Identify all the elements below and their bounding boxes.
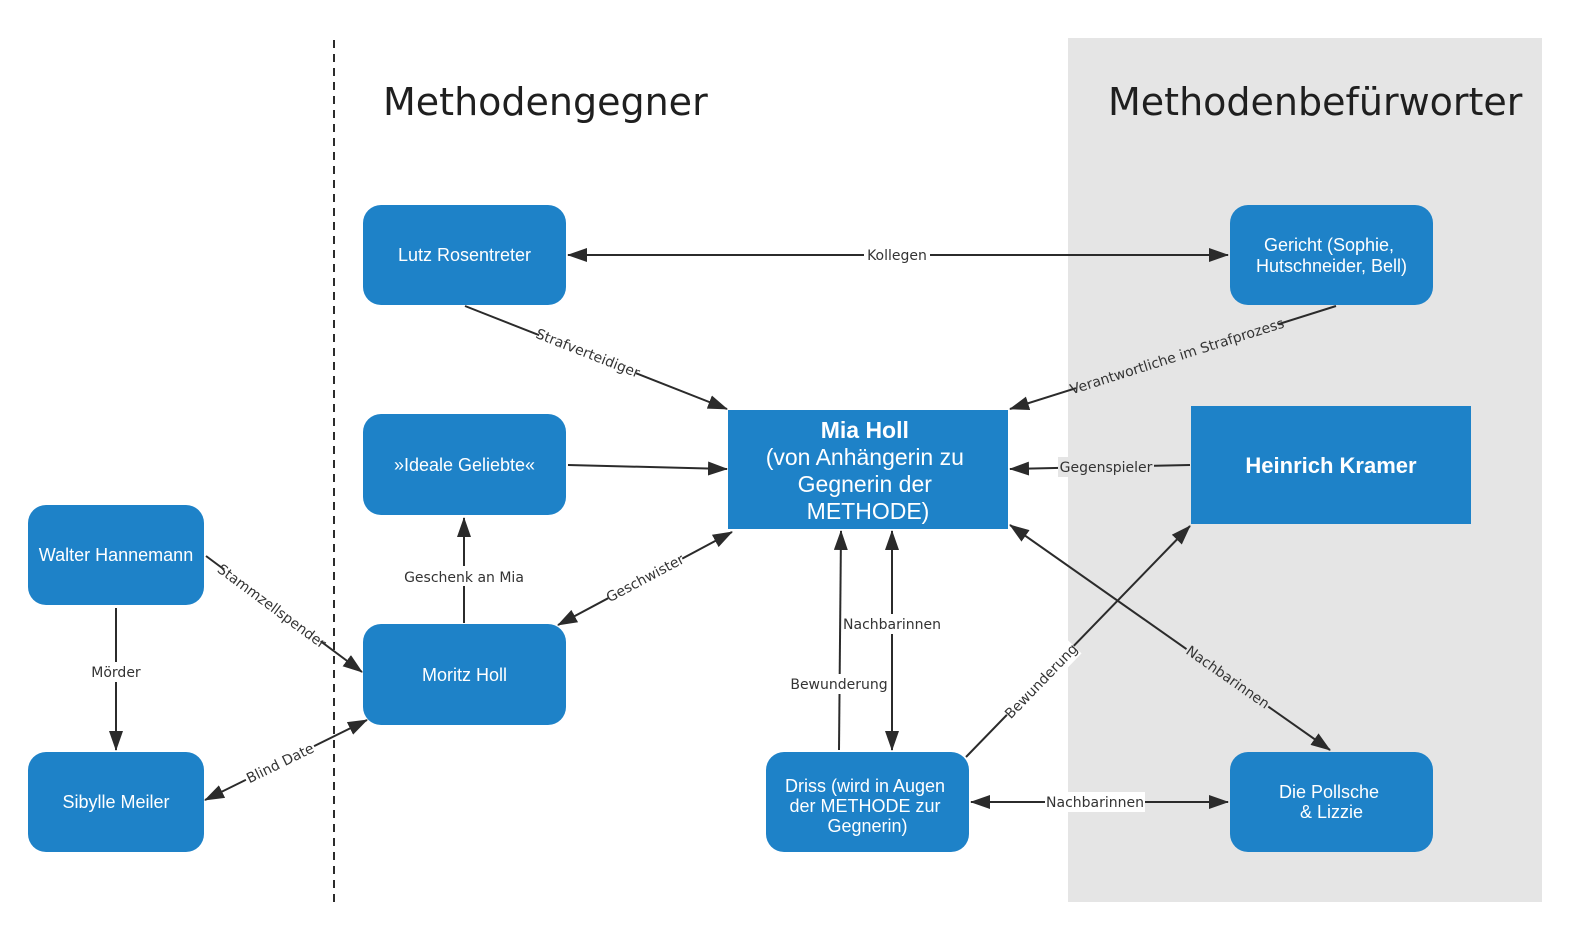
edge-label-geschwister: Geschwister bbox=[604, 552, 688, 607]
node-pollsche-lizzie[interactable]: Die Pollsche & Lizzie bbox=[1230, 752, 1433, 852]
svg-text:Mia Holl (von Anhängerin: Mia Holl (von Anhängerin zu Gegnerin der… bbox=[766, 417, 971, 524]
node-ideale-geliebte[interactable]: »Ideale Geliebte« bbox=[363, 414, 566, 515]
edge-label-blind-date: Blind Date bbox=[244, 741, 317, 787]
edge-nachbarinnen-mia-pollsche bbox=[1009, 524, 1331, 751]
edge-label-strafverteidiger: Strafverteidiger bbox=[533, 326, 642, 381]
svg-text:Walter Hannemann: Walter Hannemann bbox=[39, 545, 193, 565]
svg-text:Gericht (Sophie, Hutschn: Gericht (Sophie, Hutschneider, Bell) bbox=[1256, 235, 1407, 276]
node-mia-holl[interactable]: Mia Holl (von Anhängerin zu Gegnerin der… bbox=[728, 410, 1008, 529]
svg-text:Driss (wird in Augen der: Driss (wird in Augen der METHODE zur Geg… bbox=[785, 776, 950, 836]
edge-geliebte-mia bbox=[567, 461, 728, 476]
heading-supporters: Methodenbefürworter bbox=[1108, 80, 1523, 124]
edge-label-nachbarinnen-mia-driss: Nachbarinnen bbox=[843, 617, 941, 633]
svg-text:Die Pollsche & Lizzie: Die Pollsche & Lizzie bbox=[1279, 782, 1384, 822]
edge-label-moerder: Mörder bbox=[91, 665, 141, 681]
edge-label-gegenspieler: Gegenspieler bbox=[1060, 460, 1153, 476]
node-gericht[interactable]: Gericht (Sophie, Hutschneider, Bell) bbox=[1230, 205, 1433, 305]
svg-text:»Ideale Geliebte«: »Ideale Geliebte« bbox=[394, 455, 535, 475]
edge-label-geschenk: Geschenk an Mia bbox=[404, 570, 524, 586]
node-lutz-rosentreter[interactable]: Lutz Rosentreter bbox=[363, 205, 566, 305]
node-walter-hannemann[interactable]: Walter Hannemann bbox=[28, 505, 204, 605]
edge-label-kollegen: Kollegen bbox=[867, 248, 927, 264]
edge-label-stammzell: Stammzellspender bbox=[214, 561, 329, 652]
heading-opponents: Methodengegner bbox=[383, 80, 708, 124]
svg-text:Sibylle Meiler: Sibylle Meiler bbox=[62, 792, 169, 812]
node-sibylle-meiler[interactable]: Sibylle Meiler bbox=[28, 752, 204, 852]
edge-label-nachbarinnen-driss-pollsche: Nachbarinnen bbox=[1046, 795, 1144, 811]
node-driss[interactable]: Driss (wird in Augen der METHODE zur Geg… bbox=[766, 752, 969, 852]
edge-label-bewunderung-driss-mia: Bewunderung bbox=[790, 677, 887, 693]
svg-text:Moritz Holl: Moritz Holl bbox=[422, 665, 507, 685]
edge-bewunderung-driss-mia bbox=[833, 530, 848, 751]
svg-text:Heinrich Kramer: Heinrich Kramer bbox=[1245, 453, 1417, 478]
node-moritz-holl[interactable]: Moritz Holl bbox=[363, 624, 566, 725]
node-heinrich-kramer[interactable]: Heinrich Kramer bbox=[1191, 406, 1471, 524]
svg-text:Lutz Rosentreter: Lutz Rosentreter bbox=[398, 245, 531, 265]
